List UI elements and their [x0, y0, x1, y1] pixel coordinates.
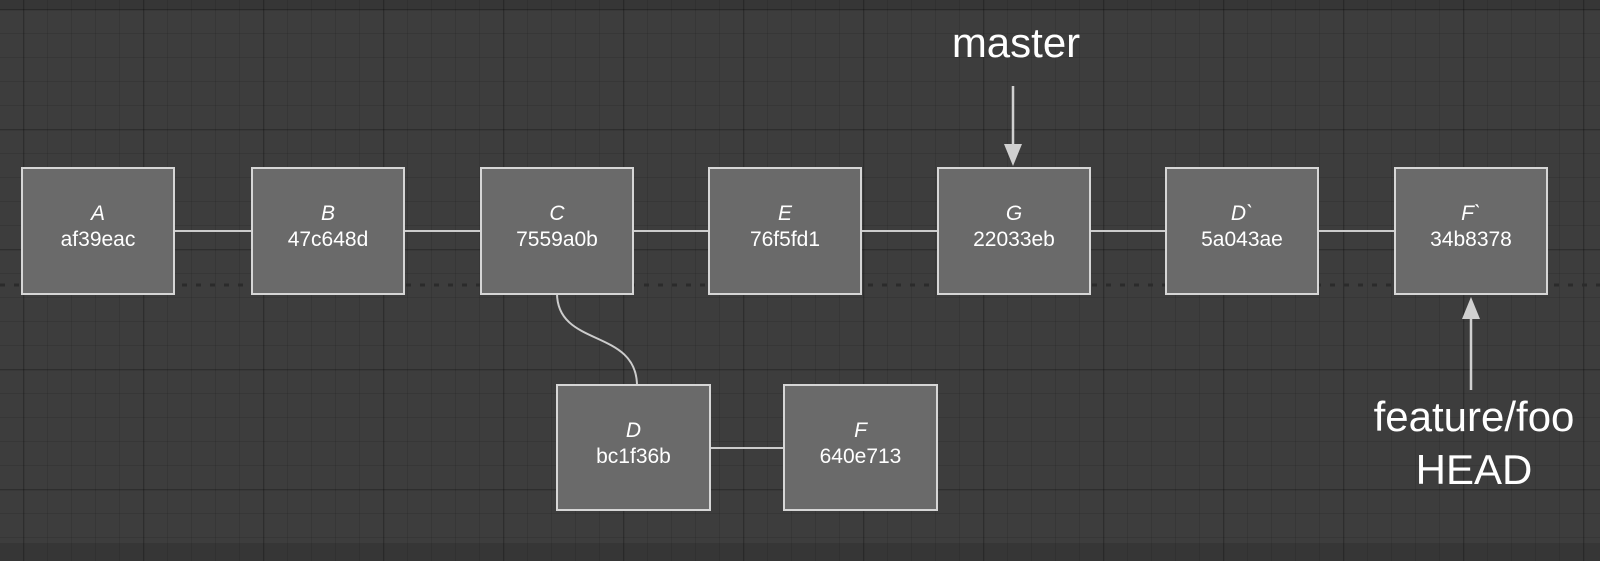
- commit-hash: 640e713: [819, 444, 902, 468]
- commit-hash: 34b8378: [1430, 228, 1512, 251]
- commit-letter: F`: [1461, 202, 1481, 225]
- commit-letter: G: [1005, 202, 1023, 225]
- commit-hash: 22033eb: [973, 228, 1055, 251]
- commit-hash: af39eac: [60, 228, 136, 251]
- commit-hash: 7559a0b: [516, 228, 598, 251]
- commit-letter: B: [320, 202, 335, 225]
- commit-box-c[interactable]: C 7559a0b: [480, 167, 634, 295]
- commit-box-b[interactable]: B 47c648d: [251, 167, 405, 295]
- commit-hash: 47c648d: [287, 228, 369, 251]
- feature-head-arrow[interactable]: [1462, 297, 1480, 390]
- commit-hash: bc1f36b: [596, 444, 671, 468]
- commit-box-e[interactable]: E 76f5fd1: [708, 167, 862, 295]
- master-arrow[interactable]: [1004, 86, 1022, 166]
- commit-letter: D: [625, 418, 642, 442]
- commit-box-d[interactable]: D bc1f36b: [556, 384, 711, 511]
- canvas-top-edge: [0, 0, 1600, 10]
- feature-arrowhead-icon: [1462, 297, 1480, 319]
- commit-box-d-prime[interactable]: D` 5a043ae: [1165, 167, 1319, 295]
- commit-box-a[interactable]: A af39eac: [21, 167, 175, 295]
- commit-box-g[interactable]: G 22033eb: [937, 167, 1091, 295]
- head-label: HEAD: [1415, 446, 1533, 493]
- canvas-bottom-edge: [0, 543, 1600, 561]
- curve-connector-c-d[interactable]: [556, 292, 638, 387]
- commit-letter: A: [90, 202, 105, 225]
- commit-letter: C: [549, 202, 565, 225]
- commit-letter: E: [777, 202, 792, 225]
- master-branch-label[interactable]: master: [951, 19, 1081, 66]
- commit-letter: F: [854, 418, 867, 442]
- feature-head-label[interactable]: feature/foo HEAD: [1334, 390, 1600, 496]
- master-arrowhead-icon: [1004, 144, 1022, 166]
- commit-hash: 5a043ae: [1201, 228, 1283, 251]
- commit-box-f[interactable]: F 640e713: [783, 384, 938, 511]
- commit-hash: 76f5fd1: [749, 228, 821, 251]
- commit-letter: D`: [1230, 202, 1254, 225]
- feature-branch-name: feature/foo: [1373, 393, 1575, 440]
- commit-box-f-prime[interactable]: F` 34b8378: [1394, 167, 1548, 295]
